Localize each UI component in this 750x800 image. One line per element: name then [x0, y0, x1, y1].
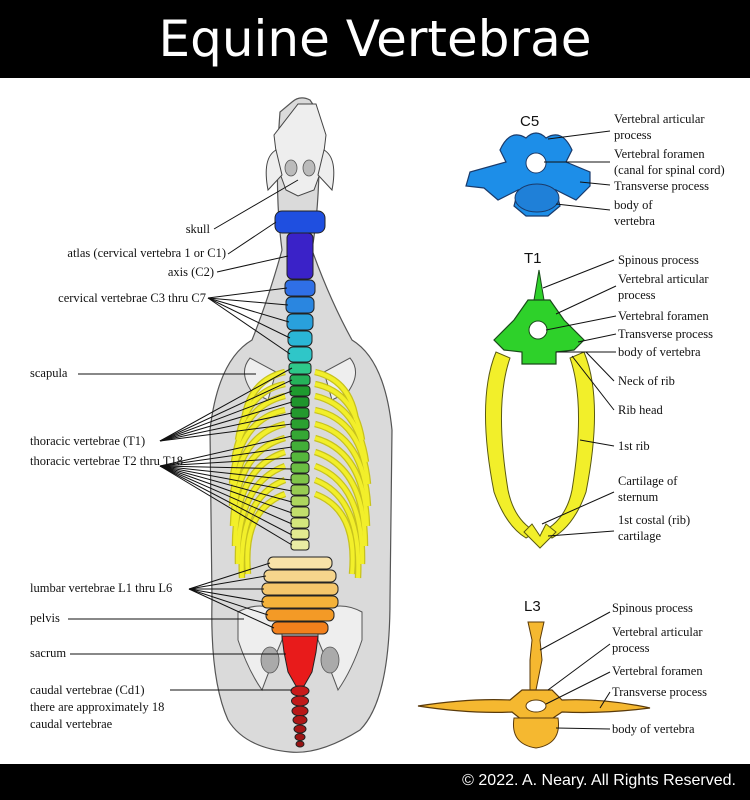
t1-label-cartilage-1: Cartilage of	[618, 474, 678, 488]
c5-leader-lines	[544, 130, 611, 211]
label-caudal-3: caudal vertebrae	[30, 717, 113, 731]
lumbar-vertebrae	[261, 556, 339, 635]
label-lumbar: lumbar vertebrae L1 thru L6	[30, 581, 172, 595]
page-title: Equine Vertebrae	[158, 10, 592, 68]
l3-label-articular-2: process	[612, 641, 650, 655]
l3-title: L3	[524, 598, 541, 615]
horse-skull	[265, 103, 335, 197]
c5-label-body-2: vertebra	[614, 214, 655, 228]
t1-label-neck-of-rib: Neck of rib	[618, 374, 675, 388]
l3-vertebra	[417, 621, 651, 749]
left-leader-lines	[68, 179, 299, 691]
t1-label-cartilage-2: sternum	[618, 490, 659, 504]
label-thoracic-t2-t18: thoracic vertebrae T2 thru T18	[30, 454, 183, 468]
t1-label-foramen: Vertebral foramen	[618, 309, 709, 323]
t1-title: T1	[524, 250, 542, 267]
label-scapula: scapula	[30, 366, 68, 380]
l3-label-spinous: Spinous process	[612, 601, 693, 615]
axis-c2	[286, 232, 314, 280]
c5-label-foramen-1: Vertebral foramen	[614, 147, 705, 161]
t1-vertebra	[493, 269, 585, 365]
label-skull: skull	[186, 222, 211, 236]
c5-label-articular-2: process	[614, 128, 652, 142]
footer-bar	[0, 764, 750, 800]
c5-vertebra	[465, 132, 591, 217]
l3-label-articular-1: Vertebral articular	[612, 625, 703, 639]
c5-label-transverse: Transverse process	[614, 179, 709, 193]
l3-label-foramen: Vertebral foramen	[612, 664, 703, 678]
t1-label-articular-1: Vertebral articular	[618, 272, 709, 286]
label-axis: axis (C2)	[168, 265, 214, 279]
c5-label-articular-1: Vertebral articular	[614, 112, 705, 126]
caudal-vertebrae	[290, 685, 310, 748]
t1-first-rib-pair	[485, 351, 595, 549]
c5-title: C5	[520, 113, 539, 130]
label-pelvis: pelvis	[30, 611, 60, 625]
label-thoracic-t1: thoracic vertebrae (T1)	[30, 434, 145, 448]
label-caudal-2: there are approximately 18	[30, 700, 164, 714]
copyright-notice: © 2022. A. Neary. All Rights Reserved.	[462, 772, 736, 789]
label-caudal-1: caudal vertebrae (Cd1)	[30, 683, 145, 697]
c5-label-body-1: body of	[614, 198, 653, 212]
atlas-c1	[274, 210, 326, 234]
t1-label-articular-2: process	[618, 288, 656, 302]
l3-label-body: body of vertebra	[612, 722, 695, 736]
l3-leader-lines	[539, 611, 611, 730]
t1-leader-lines	[541, 259, 617, 537]
label-sacrum: sacrum	[30, 646, 66, 660]
c5-label-foramen-2: (canal for spinal cord)	[614, 163, 725, 177]
t1-label-costal-1: 1st costal (rib)	[618, 513, 690, 527]
thoracic-vertebrae	[288, 362, 312, 551]
spine	[261, 210, 339, 748]
title-bar	[0, 0, 750, 78]
rib-cage-fill	[230, 370, 370, 579]
label-cervical: cervical vertebrae C3 thru C7	[58, 291, 206, 305]
t1-label-rib-head: Rib head	[618, 403, 664, 417]
l3-label-transverse: Transverse process	[612, 685, 707, 699]
t1-label-body: body of vertebra	[618, 345, 701, 359]
t1-label-spinous: Spinous process	[618, 253, 699, 267]
t1-label-first-rib: 1st rib	[618, 439, 650, 453]
t1-label-costal-2: cartilage	[618, 529, 661, 543]
label-atlas: atlas (cervical vertebra 1 or C1)	[67, 246, 226, 260]
t1-label-transverse: Transverse process	[618, 327, 713, 341]
cervical-vertebrae	[284, 279, 316, 363]
